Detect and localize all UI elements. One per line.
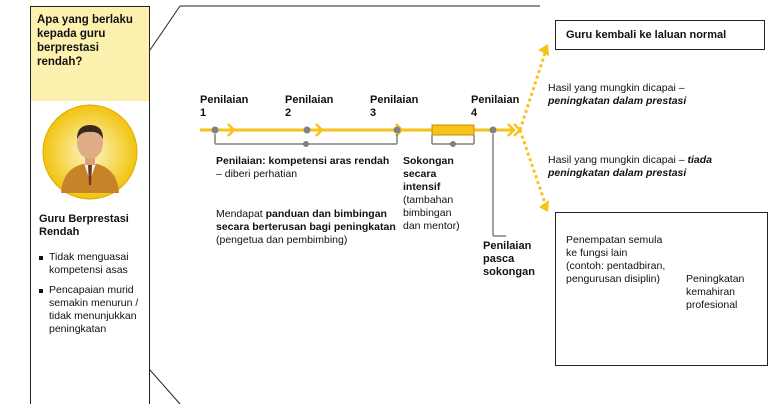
question-header: Apa yang berlaku kepada guru berprestasi… [31, 7, 149, 101]
chevron-1 [227, 123, 236, 137]
chevron-4 [507, 123, 516, 137]
post-support-label: Penilaian pasca sokongan [483, 240, 535, 278]
assessment-dot-4 [489, 126, 497, 134]
teacher-avatar-icon [42, 104, 138, 200]
left-panel-title: Guru Berprestasi Rendah [39, 213, 129, 238]
intensive-support-text: Sokongan secara intensif (tambahan bimbi… [403, 155, 460, 232]
wedge-line-bottom [149, 369, 181, 405]
redeploy-text: Penempatan semula ke fungsi lain (contoh… [566, 234, 666, 285]
guidance-text: Mendapat panduan dan bimbingan secara be… [216, 208, 396, 246]
chevron-2 [315, 123, 324, 137]
low-competency-text: Penilaian: kompetensi aras rendah – dibe… [216, 155, 390, 180]
bullet-item: Pencapaian murid semakin menurun / tidak… [39, 284, 149, 336]
assessment-dot-3 [393, 126, 401, 134]
left-panel: Apa yang berlaku kepada guru berprestasi… [30, 6, 150, 404]
arrow-down-dotted [518, 129, 547, 204]
arrow-up-dotted [518, 52, 547, 131]
wedge-line-top [149, 5, 181, 51]
redeploy-box [555, 212, 768, 366]
left-panel-bullets: Tidak menguasai kompetensi asas Pencapai… [39, 251, 149, 343]
chevron-3 [395, 123, 404, 137]
bullet-item: Tidak menguasai kompetensi asas [39, 251, 149, 277]
back-to-normal-box: Guru kembali ke laluan normal [555, 20, 765, 50]
intensive-support-bar [431, 124, 475, 136]
assessment-dot-2 [303, 126, 311, 134]
outcome-good-text: Hasil yang mungkin dicapai –peningkatan … [548, 82, 687, 107]
improve-skill-text: Peningkatan kemahiran profesional [686, 273, 745, 311]
assessment-dot-1 [211, 126, 219, 134]
